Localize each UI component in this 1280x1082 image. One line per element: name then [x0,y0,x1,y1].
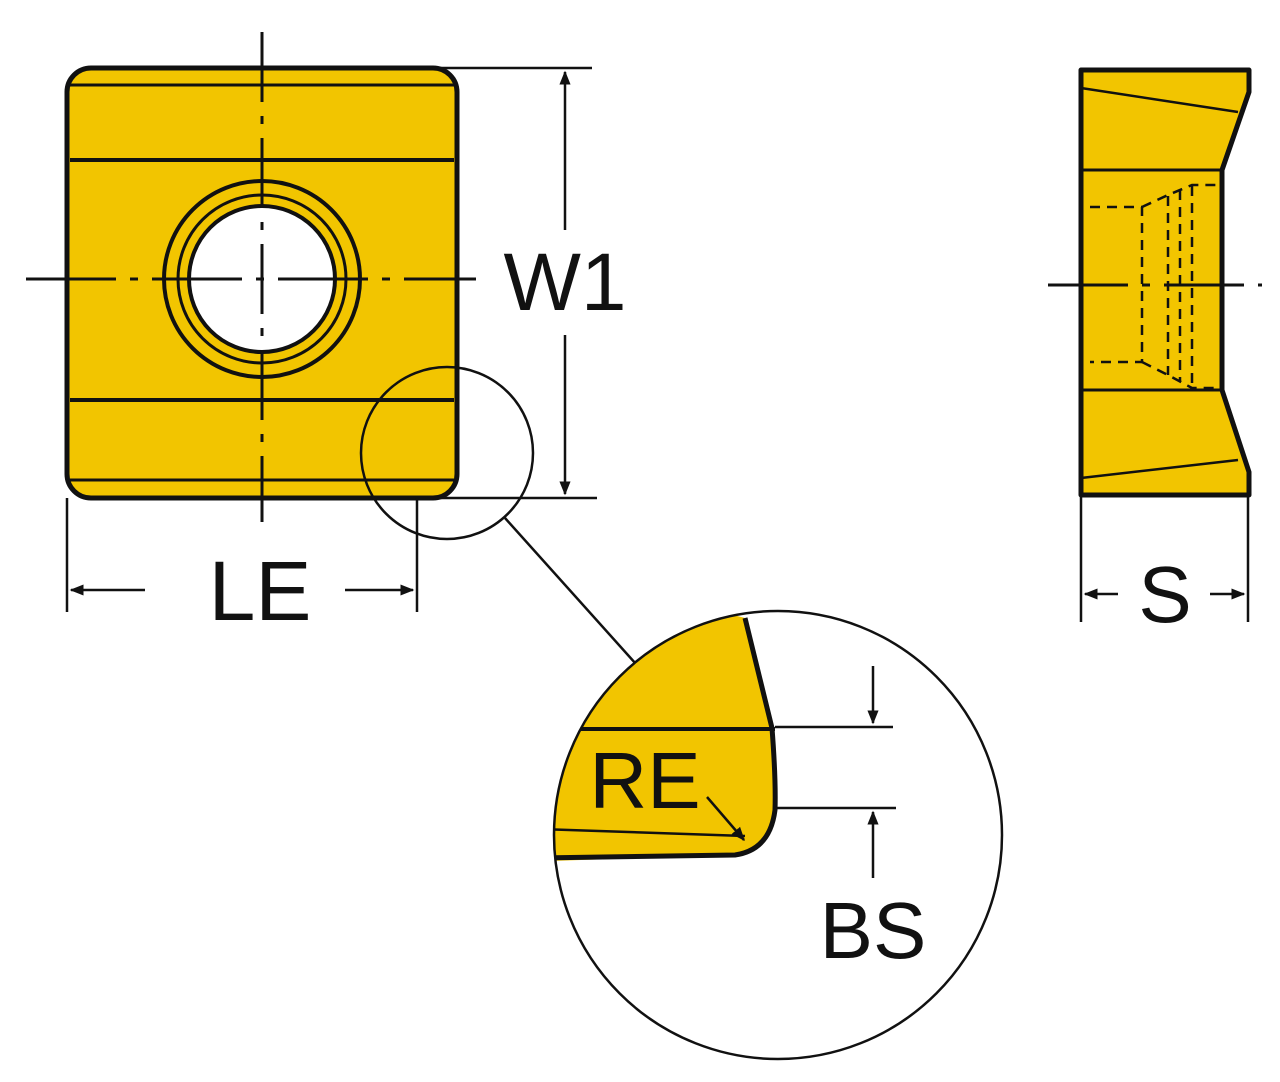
detail-inner-line [554,827,746,838]
front-view [26,32,637,665]
side-rake-bottom [1080,458,1239,480]
detail-view: BS RE [552,609,1004,1061]
side-profile [1078,67,1252,498]
label-le: LE [209,544,312,638]
hidden-hole-outline [1090,205,1144,364]
dimension-s: S [1079,497,1250,639]
detail-callout-circle [359,365,535,541]
side-view [1048,67,1262,498]
dimension-w1: W1 [432,66,627,500]
dimension-le: LE [65,498,419,638]
re-leader-arrow [706,796,745,842]
detail-circle [552,609,1004,1061]
label-re: RE [589,736,700,825]
label-bs: BS [820,886,927,975]
detail-edge [554,617,778,861]
detail-leader-line [504,517,637,665]
label-s: S [1138,550,1191,639]
label-w1: W1 [504,237,627,328]
side-rake-top [1080,86,1239,114]
